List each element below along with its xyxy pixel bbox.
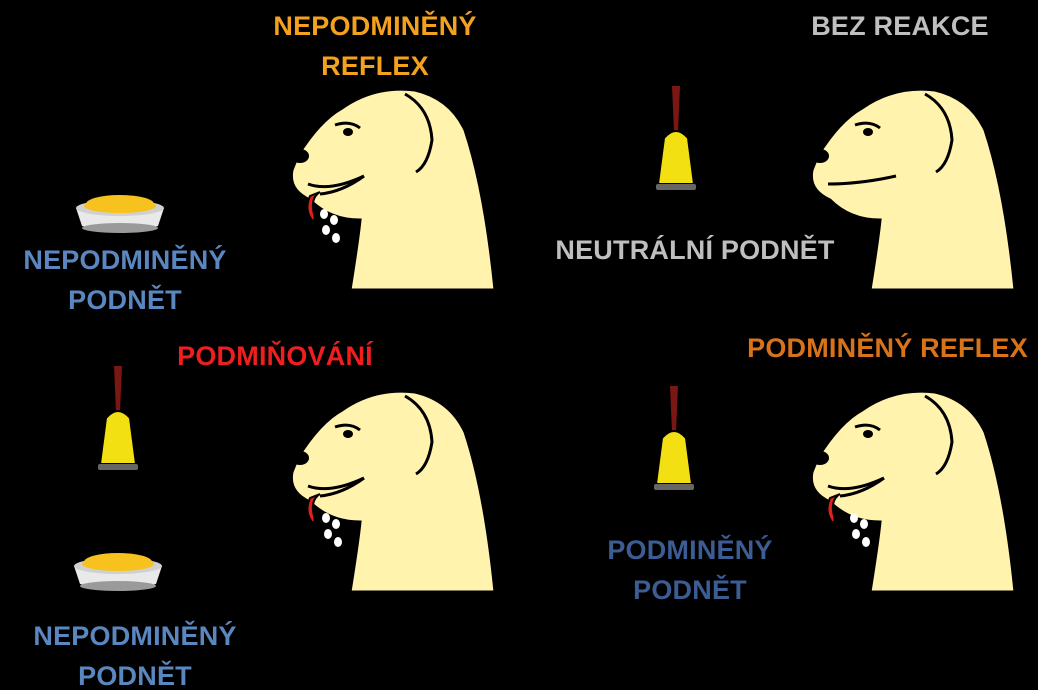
- dog-head-icon: [280, 80, 510, 290]
- label-unconditioned-stimulus-top: NEPODMINĚNÝ PODNĚT: [0, 240, 250, 320]
- label-conditioned-stimulus: PODMINĚNÝ PODNĚT: [580, 530, 800, 610]
- label-unconditioned-reflex: NEPODMINĚNÝ REFLEX: [250, 6, 500, 86]
- food-bowl-icon: [70, 182, 170, 242]
- bell-icon: [650, 86, 702, 196]
- label-unconditioned-stimulus-bottom: NEPODMINĚNÝ PODNĚT: [10, 616, 260, 690]
- label-no-reaction: BEZ REAKCE: [780, 6, 1020, 46]
- dog-head-icon: [800, 80, 1030, 290]
- saliva-drops-icon: [846, 512, 876, 552]
- bell-icon: [92, 366, 144, 476]
- saliva-drops-icon: [318, 512, 348, 552]
- label-conditioned-reflex: PODMINĚNÝ REFLEX: [740, 328, 1035, 368]
- food-bowl-icon: [68, 540, 168, 600]
- dog-head-icon: [800, 382, 1030, 592]
- label-conditioning: PODMIŇOVÁNÍ: [155, 336, 395, 376]
- dog-head-icon: [280, 382, 510, 592]
- saliva-drops-icon: [316, 208, 346, 248]
- bell-icon: [648, 386, 700, 496]
